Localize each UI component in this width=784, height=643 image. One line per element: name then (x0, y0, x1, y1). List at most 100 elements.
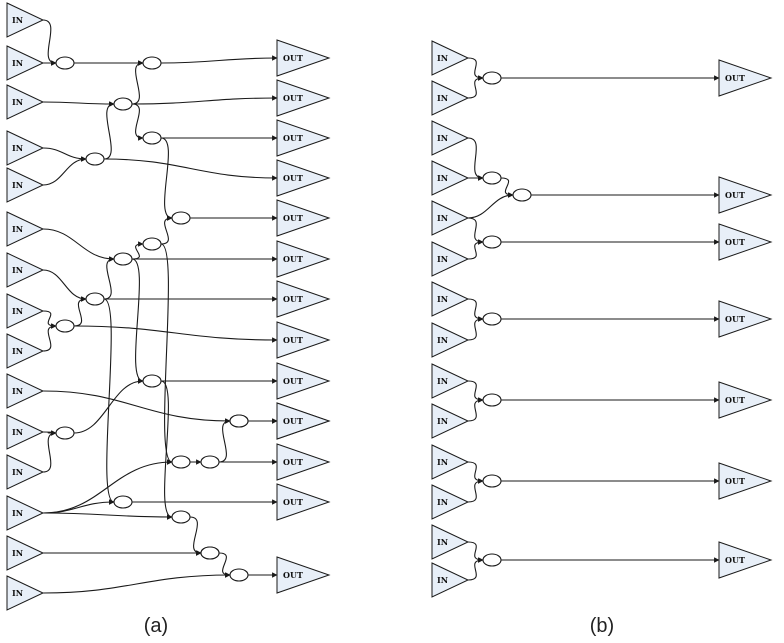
output-triangle-shape (276, 119, 331, 157)
panel-b: ININININININININININININININOUTOUTOUTOUT… (431, 40, 773, 598)
gate-node (482, 71, 502, 85)
caption-a: (a) (144, 615, 168, 637)
edge-arrow (42, 390, 231, 424)
output-buffer-triangle: OUT (276, 280, 331, 318)
output-triangle-shape (276, 79, 331, 117)
input-triangle-shape (431, 444, 470, 480)
gate-node (142, 131, 162, 145)
input-triangle-shape (6, 535, 45, 571)
input-buffer-triangle: IN (431, 80, 470, 116)
output-triangle-shape (718, 541, 773, 579)
input-label: IN (437, 497, 448, 507)
input-buffer-triangle: IN (431, 403, 470, 439)
gate-node (200, 455, 220, 469)
output-label: OUT (283, 133, 303, 143)
output-buffer-triangle: OUT (276, 321, 331, 359)
input-triangle-shape (431, 241, 470, 277)
input-label: IN (437, 575, 448, 585)
input-buffer-triangle: IN (431, 444, 470, 480)
input-label: IN (12, 15, 23, 25)
edge-arrow (467, 478, 484, 503)
gate-node (142, 237, 162, 251)
edge-arrow (103, 256, 115, 300)
input-triangle-shape (431, 120, 470, 156)
input-label: IN (12, 224, 23, 234)
gate-node (171, 510, 191, 524)
input-buffer-triangle: IN (6, 495, 45, 531)
edge-arrow (160, 380, 173, 520)
edge-arrow (131, 258, 144, 384)
gate-node (113, 97, 133, 111)
output-label: OUT (725, 237, 745, 247)
input-triangle-shape (431, 562, 470, 598)
input-buffer-triangle: IN (6, 211, 45, 247)
output-buffer-triangle: OUT (276, 402, 331, 440)
input-triangle-shape (6, 293, 45, 329)
edge-arrow (160, 243, 173, 465)
input-triangle-shape (431, 40, 470, 76)
gate-node (55, 56, 75, 70)
output-buffer-triangle: OUT (276, 240, 331, 278)
output-label: OUT (283, 53, 303, 63)
input-label: IN (12, 97, 23, 107)
input-buffer-triangle: IN (431, 363, 470, 399)
gate-node (55, 319, 75, 333)
output-triangle-shape (276, 321, 331, 359)
gate-node (482, 393, 502, 407)
input-triangle-shape (6, 130, 45, 166)
output-triangle-shape (276, 159, 331, 197)
output-buffer-triangle: OUT (276, 556, 331, 594)
edge-arrow (131, 241, 144, 260)
edge-arrow (42, 101, 115, 107)
gate-node (142, 374, 162, 388)
output-label: OUT (283, 457, 303, 467)
edge-arrow (42, 228, 115, 262)
input-buffer-triangle: IN (431, 524, 470, 560)
output-triangle-shape (718, 176, 773, 214)
input-label: IN (437, 335, 448, 345)
input-label: IN (437, 376, 448, 386)
input-label: IN (12, 265, 23, 275)
input-buffer-triangle: IN (431, 322, 470, 358)
input-label: IN (437, 53, 448, 63)
edge-arrow (218, 552, 231, 578)
output-label: OUT (725, 190, 745, 200)
input-triangle-shape (6, 495, 45, 531)
input-triangle-shape (6, 414, 45, 450)
input-triangle-shape (431, 322, 470, 358)
output-triangle-shape (718, 223, 773, 261)
edge-arrow (467, 217, 484, 245)
edge-arrow (42, 19, 57, 66)
gate-node (229, 414, 249, 428)
output-triangle-shape (276, 443, 331, 481)
input-buffer-triangle: IN (6, 333, 45, 369)
edge-arrow (189, 516, 202, 556)
output-triangle-shape (276, 240, 331, 278)
output-buffer-triangle: OUT (718, 462, 773, 500)
gate-node (171, 211, 191, 225)
gate-node (482, 474, 502, 488)
input-label: IN (437, 537, 448, 547)
output-triangle-shape (718, 462, 773, 500)
edge-arrow (467, 541, 484, 563)
edge-arrow (42, 147, 87, 162)
input-label: IN (12, 508, 23, 518)
output-triangle-shape (718, 59, 773, 97)
output-label: OUT (725, 476, 745, 486)
output-buffer-triangle: OUT (718, 381, 773, 419)
input-triangle-shape (431, 524, 470, 560)
edge-arrow (42, 572, 231, 594)
input-buffer-triangle: IN (6, 454, 45, 490)
gate-node (482, 312, 502, 326)
gate-node (85, 152, 105, 166)
edge-arrow (160, 137, 173, 221)
gate-node (200, 546, 220, 560)
input-label: IN (12, 467, 23, 477)
output-triangle-shape (276, 280, 331, 318)
input-buffer-triangle: IN (6, 130, 45, 166)
edge-arrow (160, 55, 278, 64)
caption-b: (b) (590, 615, 614, 637)
edge-arrow (73, 378, 144, 434)
edge-arrow (73, 325, 278, 343)
input-triangle-shape (431, 200, 470, 236)
